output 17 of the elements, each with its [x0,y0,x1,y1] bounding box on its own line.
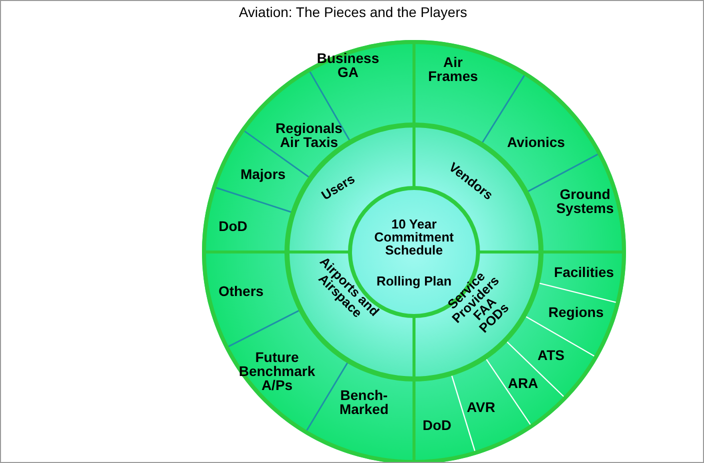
segment-label: Others [218,284,264,298]
segment-label: DoD [422,418,452,432]
center-label: 10 Year Commitment Schedule [373,218,455,256]
segment-label: Avionics [507,135,565,149]
diagram-title: Aviation: The Pieces and the Players [238,4,468,20]
segment-label: Majors [240,167,286,181]
segment-label: Regionals Air Taxis [274,121,344,149]
segment-label: DoD [218,219,248,233]
segment-label: Facilities [554,265,614,279]
segment-label: Regions [548,305,604,319]
segment-label: Ground Systems [555,187,615,215]
segment-label: Bench- Marked [338,388,390,416]
segment-label: AVR [466,400,496,414]
segment-label: ATS [538,348,564,362]
segment-label: ARA [508,376,538,390]
segment-label: Future Benchmark A/Ps [238,350,316,392]
segment-label: Air Frames [427,55,479,83]
